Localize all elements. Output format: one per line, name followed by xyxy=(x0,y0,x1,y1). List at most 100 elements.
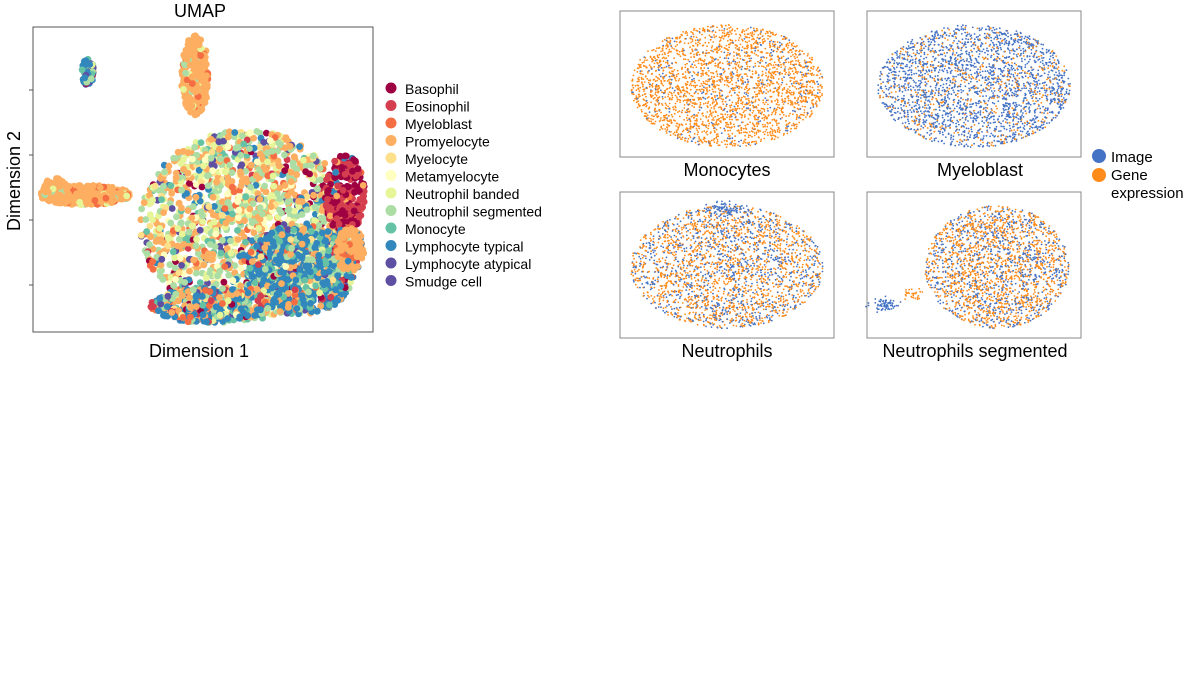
umap-point xyxy=(196,64,203,71)
gene-expression-point xyxy=(732,51,735,54)
gene-expression-point xyxy=(738,87,740,90)
gene-expression-point xyxy=(758,92,760,94)
gene-expression-point xyxy=(647,81,650,84)
gene-expression-point xyxy=(713,141,716,144)
gene-expression-point xyxy=(650,120,653,123)
gene-expression-point xyxy=(654,50,657,52)
gene-expression-point xyxy=(734,87,736,89)
umap-point xyxy=(306,268,314,276)
umap-point xyxy=(187,313,194,321)
gene-expression-point xyxy=(651,72,654,75)
umap-point xyxy=(76,198,83,206)
gene-expression-point xyxy=(789,130,792,133)
gene-expression-point xyxy=(742,127,745,130)
umap-point xyxy=(190,286,197,294)
umap-point xyxy=(281,167,289,175)
gene-expression-point xyxy=(769,127,772,130)
umap-point xyxy=(190,256,198,264)
gene-expression-point xyxy=(646,114,649,117)
umap-point xyxy=(175,269,183,276)
umap-point xyxy=(329,221,337,229)
umap-point xyxy=(171,264,179,272)
gene-expression-point xyxy=(666,80,669,82)
gene-expression-point xyxy=(652,79,655,81)
gene-expression-point xyxy=(696,89,699,91)
umap-point xyxy=(250,229,258,237)
umap-point xyxy=(287,236,295,243)
umap-point xyxy=(225,271,233,279)
umap-point xyxy=(157,300,165,308)
gene-expression-point xyxy=(698,79,700,82)
image-point xyxy=(660,67,663,69)
umap-point xyxy=(318,229,326,237)
legend-label-neutrophil-segmented: Neutrophil segmented xyxy=(405,204,542,220)
umap-point xyxy=(325,247,333,255)
gene-expression-point xyxy=(772,82,775,85)
gene-expression-point xyxy=(706,90,709,93)
gene-expression-point xyxy=(755,27,758,30)
gene-expression-point xyxy=(664,96,667,98)
umap-point xyxy=(307,227,315,235)
umap-point xyxy=(184,169,192,177)
umap-point xyxy=(196,279,204,286)
umap-point xyxy=(331,157,339,165)
gene-expression-point xyxy=(736,57,739,59)
umap-point xyxy=(253,127,261,135)
umap-point xyxy=(190,32,198,40)
image-point xyxy=(759,120,762,122)
umap-point xyxy=(291,298,298,306)
umap-point xyxy=(281,181,289,189)
gene-expression-point xyxy=(761,60,764,62)
gene-expression-point xyxy=(727,51,729,54)
gene-expression-point xyxy=(715,35,718,38)
umap-point xyxy=(256,204,264,212)
gene-expression-point xyxy=(761,85,764,88)
gene-expression-point xyxy=(712,99,715,101)
gene-expression-point xyxy=(688,134,691,137)
legend-marker-myeloblast xyxy=(385,117,397,129)
umap-point xyxy=(188,73,196,81)
gene-expression-point xyxy=(774,113,777,116)
gene-expression-point xyxy=(738,66,741,69)
umap-point xyxy=(266,137,274,145)
gene-expression-point xyxy=(713,106,715,108)
umap-point xyxy=(335,220,343,228)
gene-expression-point xyxy=(817,86,819,88)
umap-point xyxy=(177,160,185,167)
umap-point xyxy=(251,312,258,319)
umap-point xyxy=(167,219,175,227)
umap-point xyxy=(167,182,175,190)
gene-expression-point xyxy=(764,47,767,50)
umap-point xyxy=(302,168,310,176)
gene-expression-point xyxy=(778,131,781,134)
umap-legend: Basophil Eosinophil Myeloblast Promyeloc… xyxy=(385,81,542,290)
gene-expression-point xyxy=(699,59,702,61)
gene-expression-point xyxy=(672,133,675,135)
umap-point xyxy=(161,168,168,176)
gene-expression-point xyxy=(763,116,766,119)
umap-point xyxy=(222,168,229,176)
gene-expression-point xyxy=(686,119,689,122)
gene-expression-point xyxy=(707,70,710,72)
gene-expression-point xyxy=(650,122,653,125)
image-point xyxy=(658,64,660,67)
gene-expression-point xyxy=(720,97,723,100)
gene-expression-point xyxy=(729,129,732,132)
gene-expression-point xyxy=(760,107,763,110)
image-point xyxy=(666,59,669,62)
gene-expression-point xyxy=(692,66,694,69)
image-point xyxy=(703,86,705,88)
umap-point xyxy=(255,271,263,278)
umap-point xyxy=(341,170,349,178)
umap-point xyxy=(253,242,261,250)
gene-expression-point xyxy=(763,86,766,89)
gene-expression-point xyxy=(756,29,759,32)
gene-expression-point xyxy=(639,86,642,89)
gene-expression-point xyxy=(687,137,690,140)
gene-expression-point xyxy=(751,70,754,73)
umap-point xyxy=(197,208,205,216)
umap-plot-frame xyxy=(32,26,374,333)
umap-point xyxy=(203,318,210,326)
gene-expression-point xyxy=(695,103,698,105)
umap-point xyxy=(192,242,200,250)
